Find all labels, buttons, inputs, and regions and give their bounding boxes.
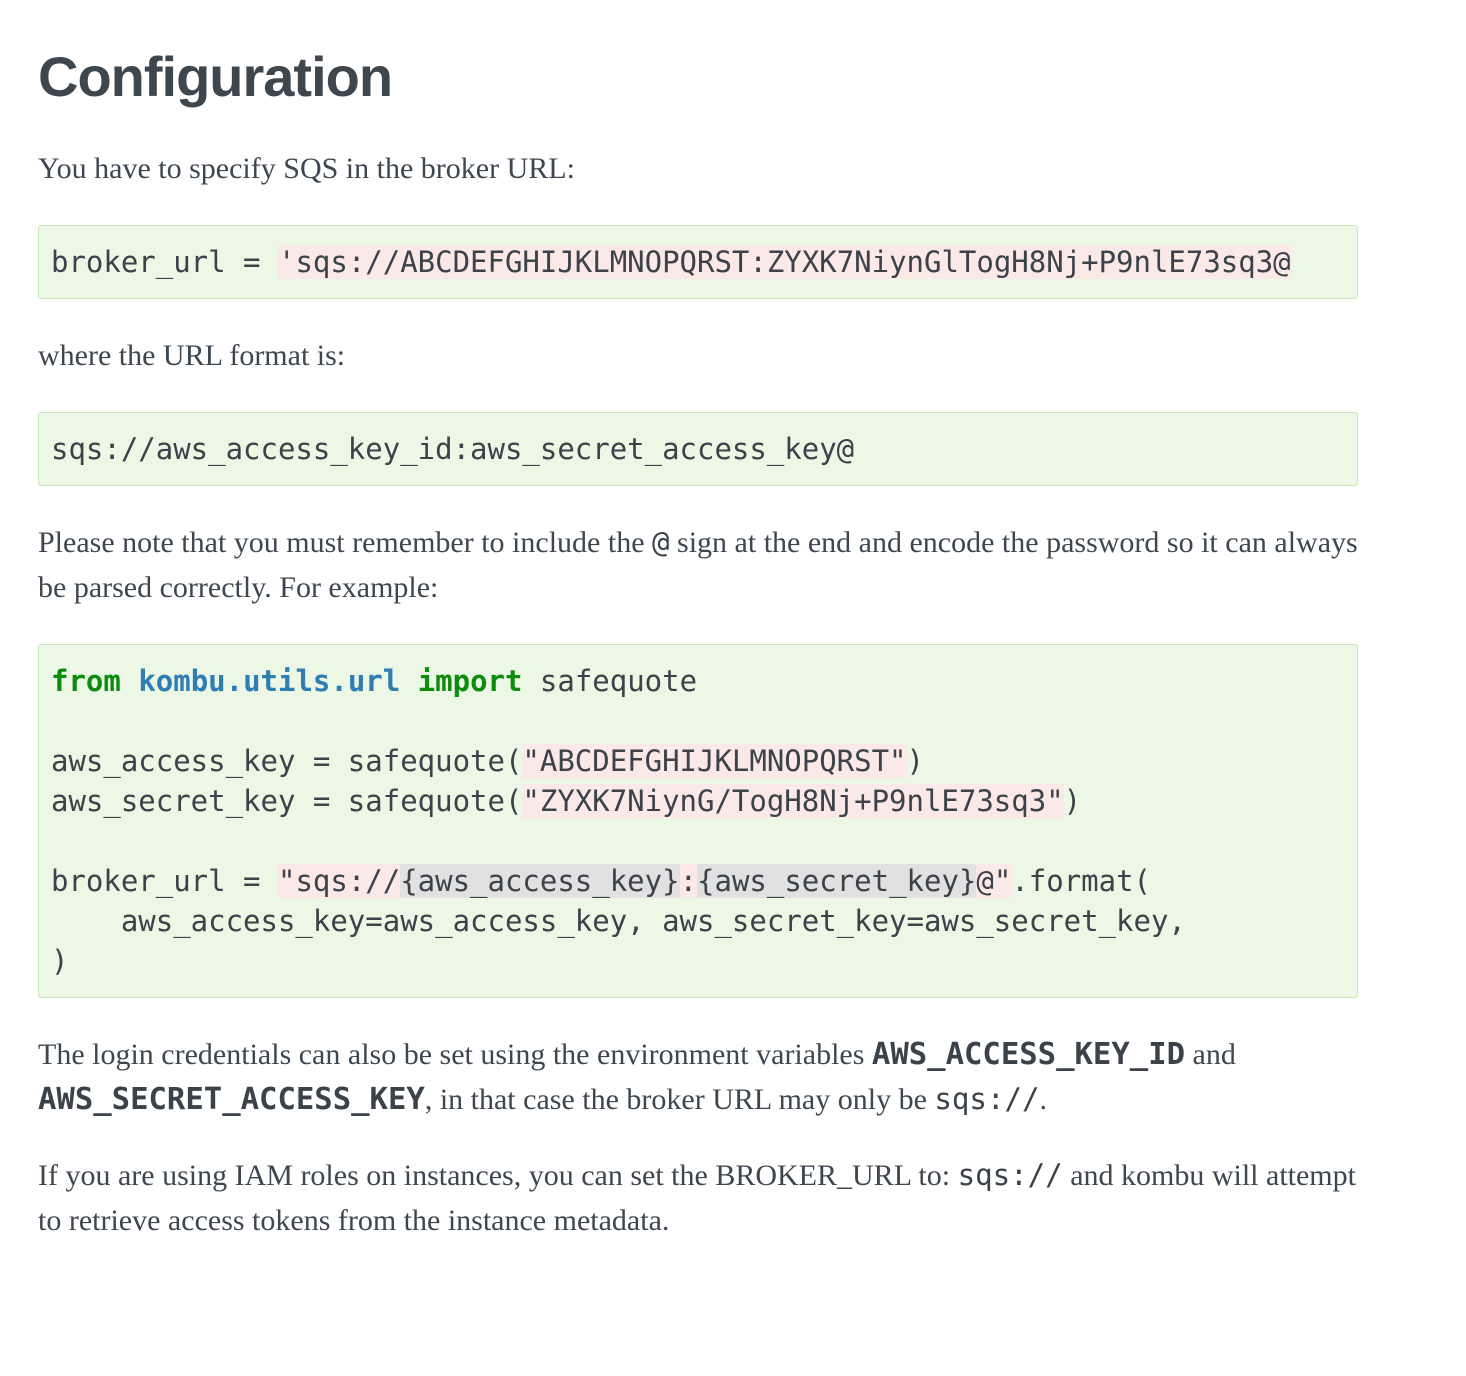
code-block-broker-url-example: broker_url = 'sqs://ABCDEFGHIJKLMNOPQRST… bbox=[38, 224, 1358, 299]
paragraph-intro: You have to specify SQS in the broker UR… bbox=[38, 151, 575, 185]
paragraph-note: Please note that you must remember to in… bbox=[38, 524, 1358, 604]
doc-content: Configuration You have to specify SQS in… bbox=[38, 0, 1358, 1313]
paragraph-iam-roles: If you are using IAM roles on instances,… bbox=[38, 1158, 1356, 1238]
page-title: Configuration bbox=[38, 45, 393, 108]
paragraph-url-format: where the URL format is: bbox=[38, 338, 346, 372]
paragraph-credentials: The login credentials can also be set us… bbox=[38, 1036, 1236, 1118]
code-block-safequote-example: from kombu.utils.url import safequote aw… bbox=[38, 643, 1358, 998]
code-block-url-format: sqs://aws_access_key_id:aws_secret_acces… bbox=[38, 411, 1358, 486]
